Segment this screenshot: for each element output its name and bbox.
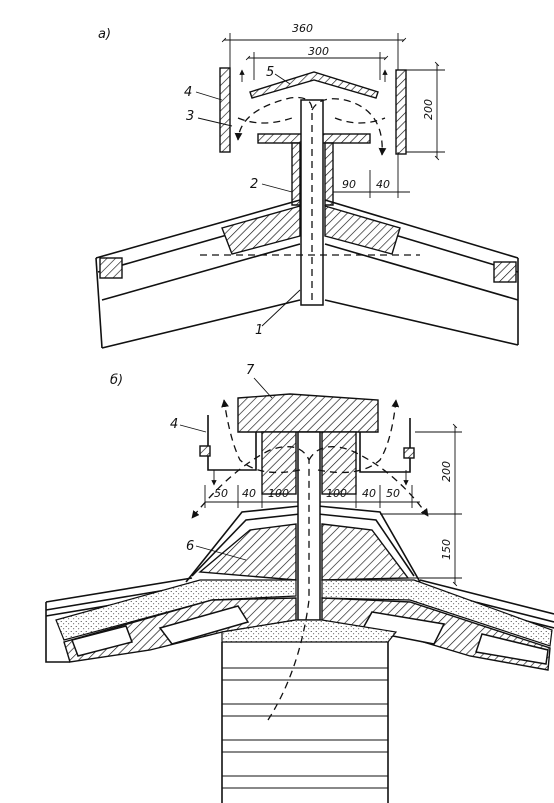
dimension-360: 360: [221, 22, 407, 72]
dim-40-text: 40: [376, 178, 390, 191]
dim-b-150: 150: [440, 539, 453, 560]
roof-slopes-a: [95, 199, 519, 349]
dimension-vertical-b: 200 150: [380, 423, 462, 587]
callout-5: 5: [266, 65, 274, 80]
rafter-block-right: [324, 205, 401, 255]
dim-b-left-50: 50: [214, 487, 228, 500]
block-left: [261, 431, 297, 495]
figure-b: б) 50 40 100 100 40 50: [45, 363, 554, 803]
bracket-left: [207, 415, 257, 471]
dim-300-text: 300: [308, 45, 329, 58]
side-board-left: [219, 67, 231, 153]
eave-block-right: [493, 261, 517, 283]
channel-wall-left: [291, 142, 301, 206]
block-right: [321, 431, 357, 495]
dim-b-right-50: 50: [386, 487, 400, 500]
bracket-right: [359, 418, 411, 473]
ridge-cap-5: [249, 71, 379, 99]
dim-b-left-40: 40: [242, 487, 256, 500]
figure-a-label: а): [98, 27, 111, 42]
figure-a: а) 360 300 200: [95, 22, 519, 349]
roof-slopes-b: [45, 577, 554, 671]
callout-3: 3: [186, 109, 194, 124]
callout-6: 6: [186, 539, 194, 554]
saddle-left: [198, 523, 297, 581]
dimension-90-40: 90 40: [333, 152, 410, 198]
dim-b-200: 200: [440, 461, 453, 482]
callout-1: 1: [255, 323, 263, 338]
airflow-b: [191, 399, 429, 721]
callout-4b: 4: [170, 417, 178, 432]
dim-360-text: 360: [292, 22, 313, 35]
callouts-b: 7 4 6: [170, 363, 273, 561]
dimension-200-a: 200: [400, 61, 445, 161]
callout-2: 2: [250, 177, 258, 192]
dim-200-a-text: 200: [422, 99, 435, 120]
wall-b: [221, 642, 389, 803]
channel-wall-right: [324, 142, 334, 206]
cap-slab-7: [237, 393, 379, 433]
eave-block-left: [99, 257, 123, 279]
bolt-right: [403, 447, 415, 459]
callout-4: 4: [184, 85, 192, 100]
callouts-a: 5 4 3 2 1: [184, 65, 301, 338]
saddle-right: [321, 523, 410, 581]
callout-7: 7: [246, 363, 255, 378]
dim-b-right-100: 100: [326, 487, 347, 500]
bolt-left: [199, 445, 211, 457]
airflow-a: [234, 69, 388, 300]
dim-b-left-100: 100: [268, 487, 289, 500]
rafter-block-left: [221, 205, 301, 255]
side-board-right: [395, 69, 407, 155]
dimension-300: 300: [245, 45, 389, 80]
figure-b-label: б): [110, 373, 123, 388]
dim-90-text: 90: [342, 178, 356, 191]
dim-b-right-40: 40: [362, 487, 376, 500]
